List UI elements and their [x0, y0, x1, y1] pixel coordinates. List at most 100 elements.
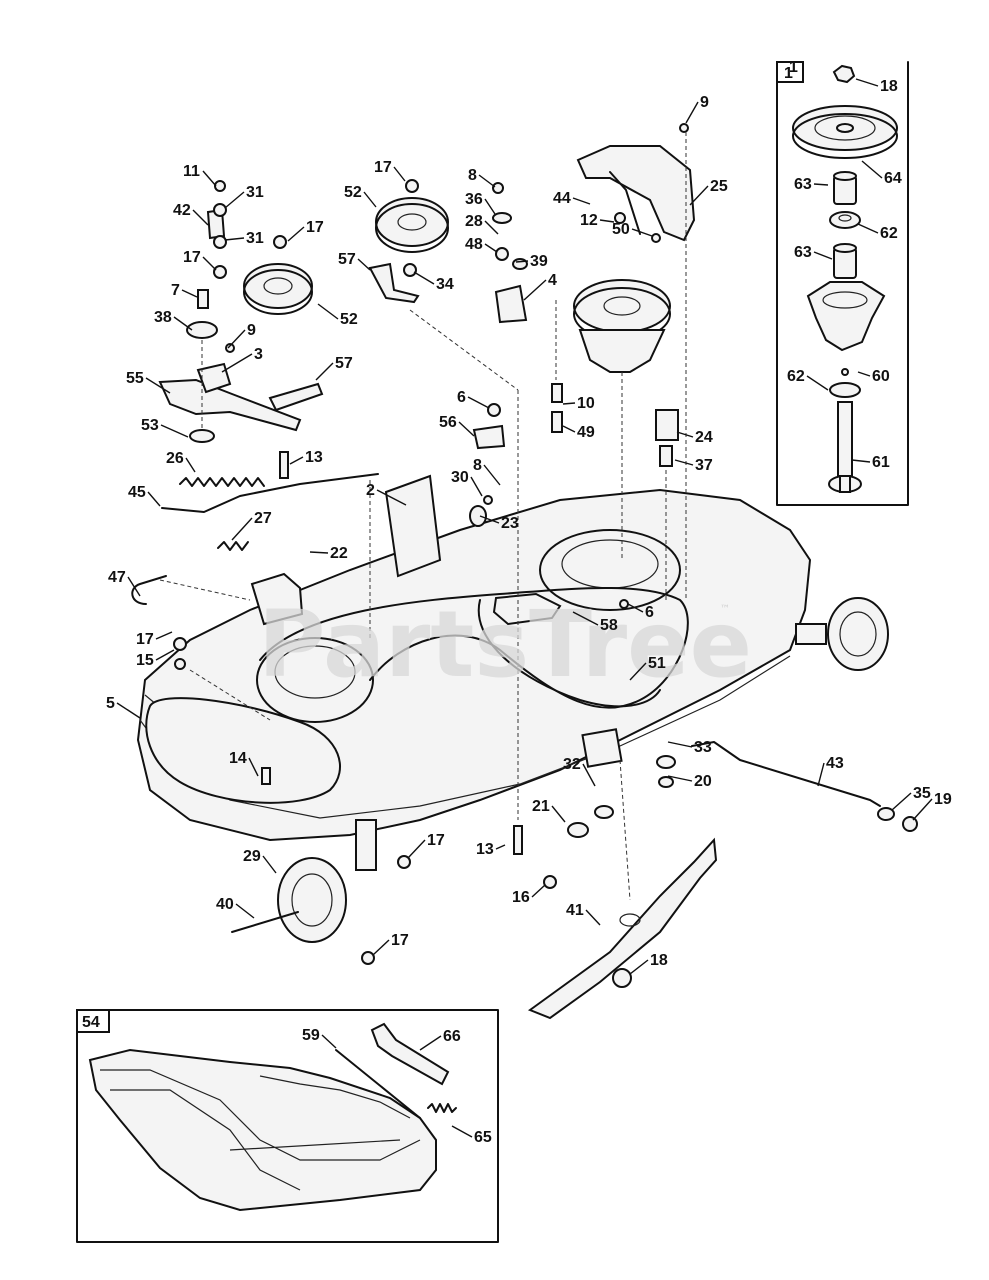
callout-leader-c8a	[478, 174, 496, 188]
deck-shell	[136, 488, 812, 842]
callout-leader-c27	[231, 517, 253, 541]
callout-c25: 25	[710, 178, 728, 195]
callout-c7: 7	[171, 282, 180, 299]
callout-leader-c33	[667, 741, 693, 748]
callout-leader-c63a	[813, 183, 829, 186]
callout-c19: 19	[934, 791, 952, 808]
callout-c3: 3	[254, 346, 263, 363]
deck-wheels	[231, 597, 889, 943]
callout-leader-c19	[912, 798, 933, 821]
callout-leader-c24	[676, 431, 694, 438]
callout-c51: 51	[648, 655, 666, 672]
callout-c52b: 52	[344, 184, 362, 201]
callout-leader-c37	[674, 459, 694, 466]
callout-c18b: 18	[650, 952, 668, 969]
callout-leader-c51	[629, 662, 647, 681]
callout-leader-c28	[484, 220, 499, 235]
callout-c44: 44	[553, 190, 571, 207]
callout-leader-c6a	[467, 396, 490, 409]
inset-discharge-chute: 54	[76, 1009, 499, 1243]
callout-leader-c23	[479, 515, 500, 524]
blade	[527, 837, 718, 1020]
callout-c64: 64	[884, 170, 902, 187]
callout-leader-c17f	[372, 939, 390, 956]
callout-c60: 60	[872, 368, 890, 385]
callout-leader-c62a	[857, 223, 879, 234]
callout-c18a: 18	[880, 78, 898, 95]
callout-leader-c63b	[813, 251, 833, 260]
callout-leader-c26	[185, 457, 196, 473]
callout-leader-c38	[173, 316, 193, 331]
callout-leader-c36	[484, 198, 496, 215]
callout-c65: 65	[474, 1129, 492, 1146]
callout-leader-c11	[202, 170, 217, 187]
callout-c31b: 31	[246, 230, 264, 247]
callout-leader-c34	[413, 271, 435, 285]
callout-c11: 11	[183, 163, 200, 180]
callout-leader-c20	[667, 775, 693, 782]
callout-leader-c58	[572, 611, 599, 626]
callout-leader-c5	[116, 702, 141, 719]
callout-c57b: 57	[338, 251, 356, 268]
inset-label-1: 1	[784, 65, 793, 82]
callout-c61: 61	[872, 454, 890, 471]
callout-c33: 33	[694, 739, 712, 756]
callout-leader-c56	[458, 421, 475, 437]
hardware	[131, 123, 918, 988]
callout-leader-c32	[582, 763, 596, 787]
callout-leader-c9a	[685, 101, 699, 124]
callout-leader-c13b	[495, 844, 506, 850]
callout-c37: 37	[695, 457, 713, 474]
callout-c6b: 6	[645, 604, 654, 621]
callout-c26: 26	[166, 450, 184, 467]
callout-c35: 35	[913, 785, 931, 802]
callout-c2: 2	[366, 482, 375, 499]
callout-c13a: 13	[305, 449, 323, 466]
callout-leader-c65	[451, 1125, 473, 1138]
callout-c13b: 13	[476, 841, 494, 858]
alignment-lines	[159, 132, 687, 901]
watermark-trademark: ™	[720, 604, 730, 615]
callout-leader-c30	[470, 476, 483, 497]
callout-leader-c44	[572, 197, 591, 205]
callout-leader-c48	[484, 243, 498, 253]
inset-spindle-assembly: 1	[776, 61, 909, 506]
callout-c36: 36	[465, 191, 483, 208]
idler-pulleys	[243, 197, 449, 315]
callout-leader-c25	[689, 185, 709, 206]
callout-c17a: 17	[183, 249, 201, 266]
callout-c22: 22	[330, 545, 348, 562]
callout-c31a: 31	[246, 184, 264, 201]
callout-c28: 28	[465, 213, 483, 230]
callout-c47: 47	[108, 569, 126, 586]
callout-leader-c17e	[407, 839, 426, 859]
callout-c56: 56	[439, 414, 457, 431]
callout-c62b: 62	[787, 368, 805, 385]
callout-c34: 34	[436, 276, 454, 293]
callout-leader-c17b	[287, 226, 305, 242]
callout-c6a: 6	[457, 389, 466, 406]
callout-c59: 59	[302, 1027, 320, 1044]
callout-leader-c12	[599, 219, 615, 223]
callout-leader-c55	[145, 377, 171, 394]
callout-c43: 43	[826, 755, 844, 772]
callout-c17c: 17	[374, 159, 392, 176]
callout-leader-c17c	[393, 166, 406, 182]
callout-c4: 4	[548, 272, 557, 289]
callout-leader-c61	[851, 459, 871, 463]
inset-label-54: 54	[82, 1014, 100, 1031]
callout-c23: 23	[501, 515, 519, 532]
callout-leader-c21	[551, 805, 566, 823]
callout-leader-c22	[309, 551, 329, 554]
gauge-rod	[691, 741, 881, 807]
callout-leader-c15	[155, 649, 175, 661]
callout-leader-c14	[248, 757, 259, 777]
callout-c57a: 57	[335, 355, 353, 372]
callout-leader-c45	[147, 491, 161, 507]
callout-c15: 15	[136, 652, 154, 669]
callout-c55: 55	[126, 370, 144, 387]
callout-leader-c52a	[317, 303, 339, 320]
callout-c62a: 62	[880, 225, 898, 242]
callout-c41: 41	[566, 902, 584, 919]
